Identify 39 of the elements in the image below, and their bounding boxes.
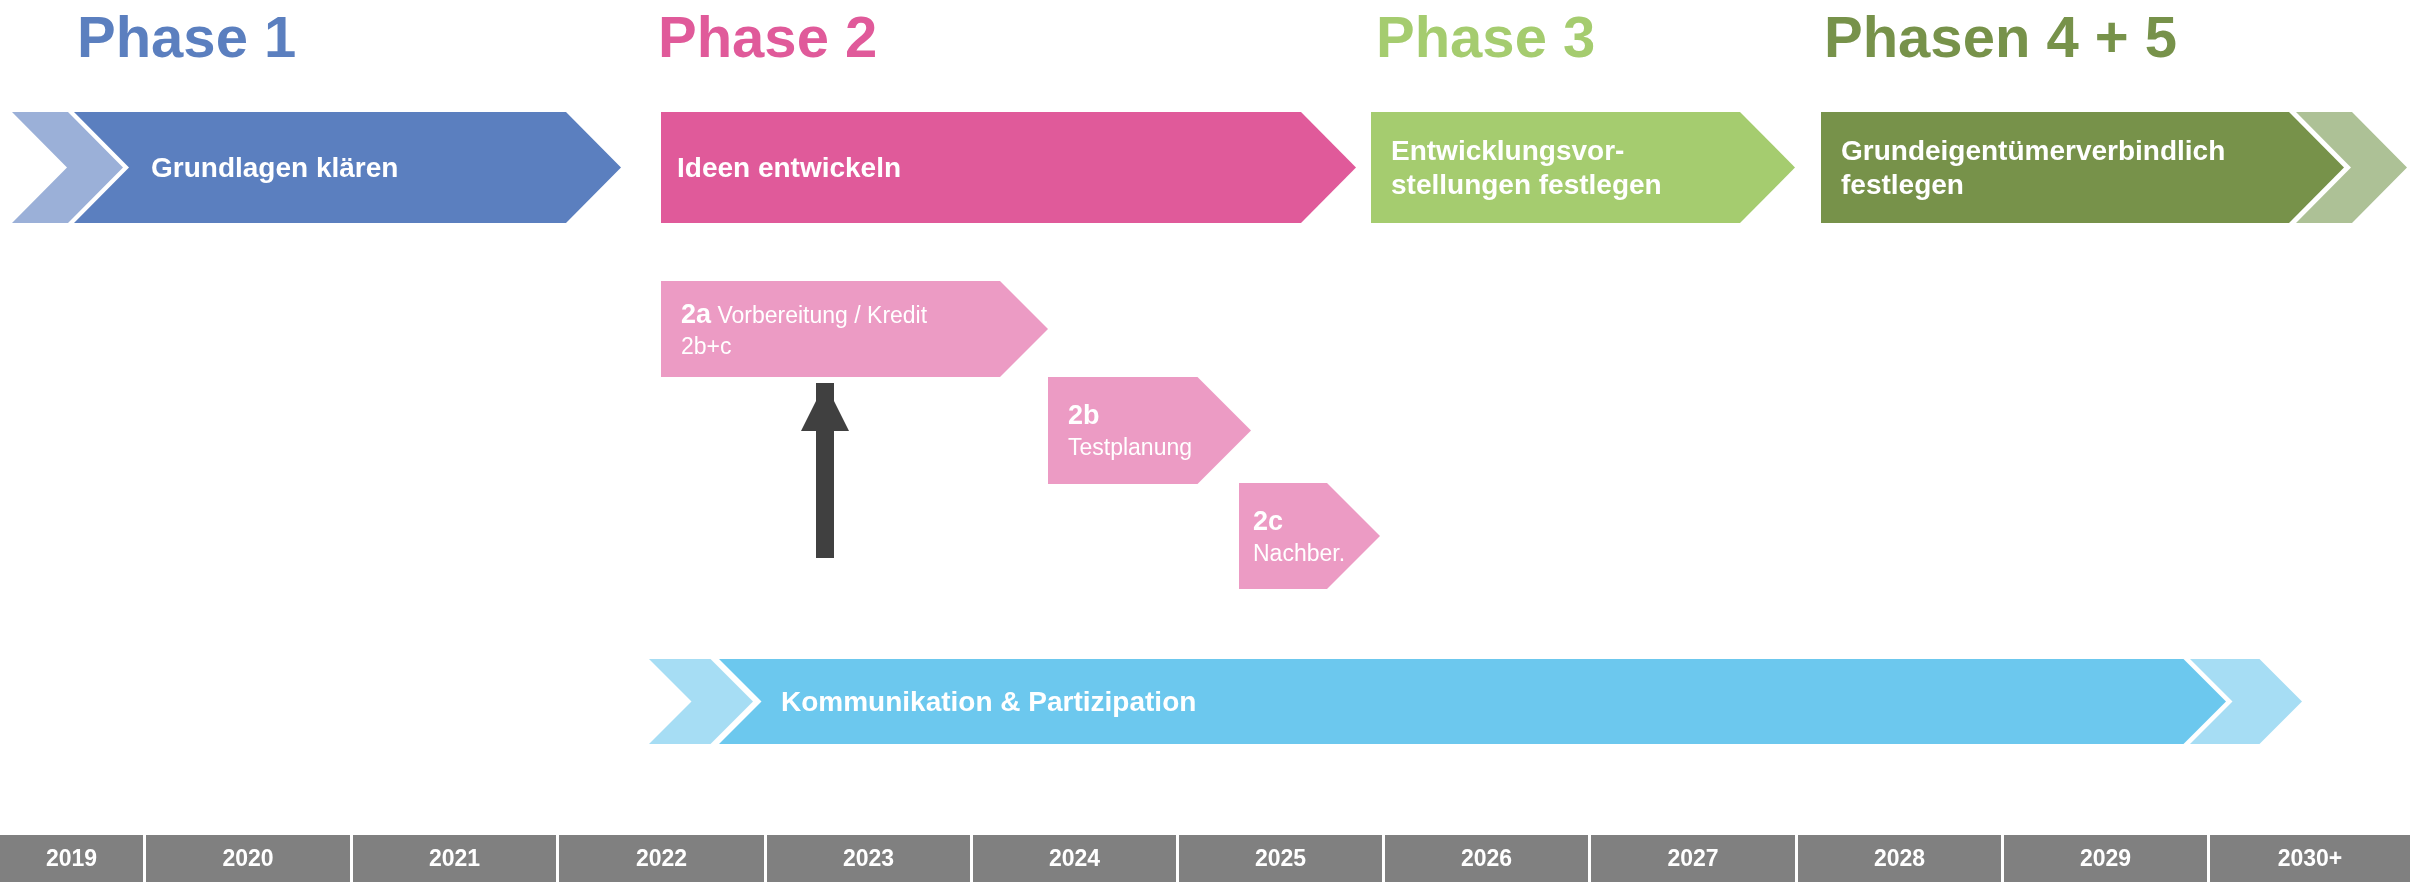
phase-heading: Phase 3 — [1376, 3, 1596, 71]
step-label: Entwicklungsvor- stellungen festlegen — [1391, 133, 1663, 202]
arrow — [801, 383, 849, 558]
year-cell: 2030+ — [2207, 835, 2410, 882]
step-number: 2c — [1253, 504, 1285, 538]
year-cell: 2019 — [0, 835, 143, 882]
phase-heading: Phase 1 — [77, 3, 297, 71]
year-cell: 2020 — [143, 835, 350, 882]
year-cell: 2024 — [970, 835, 1176, 882]
year-cell: 2027 — [1588, 835, 1795, 882]
step-label: Grundlagen klären — [151, 150, 400, 185]
step-label: Grundeigentümerverbindlich festlegen — [1841, 133, 2227, 202]
year-cell: 2029 — [2001, 835, 2207, 882]
step-label: Testplanung — [1068, 433, 1194, 462]
step-label: Kommunikation & Partizipation — [781, 684, 1198, 719]
step-number: 2b — [1068, 399, 1101, 433]
chevron-box — [719, 659, 2226, 744]
chevron-box — [1239, 483, 1380, 589]
step-label: Ideen entwickeln — [677, 150, 903, 185]
chevron-shape — [649, 659, 753, 744]
chevron-box — [661, 112, 1356, 223]
chevron-shape — [2296, 112, 2407, 223]
year-cell: 2028 — [1795, 835, 2001, 882]
chevron-box — [74, 112, 621, 223]
year-cell: 2025 — [1176, 835, 1382, 882]
chevron-box — [1048, 377, 1251, 484]
year-cell: 2023 — [764, 835, 970, 882]
chevron-shape — [2190, 659, 2302, 744]
chevron-box — [1371, 112, 1795, 223]
step-label: Nachber. — [1253, 538, 1347, 568]
chevron-shape — [12, 112, 123, 223]
phase-heading: Phasen 4 + 5 — [1824, 3, 2178, 71]
year-cell: 2021 — [350, 835, 556, 882]
chevron-box — [1821, 112, 2344, 223]
year-cell: 2022 — [556, 835, 764, 882]
chevron-box — [661, 281, 1048, 377]
phase-heading: Phase 2 — [658, 3, 878, 71]
year-cell: 2026 — [1382, 835, 1588, 882]
step-label: 2a Vorbereitung / Kredit 2b+c — [681, 297, 929, 361]
